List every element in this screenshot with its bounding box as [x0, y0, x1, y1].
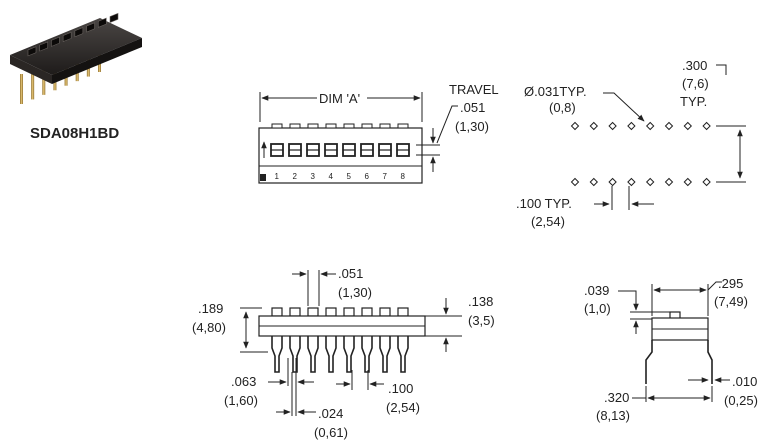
model-number: SDA08H1BD: [30, 125, 119, 142]
lead-width-mm: (1,60): [224, 393, 258, 408]
photo-knob: [86, 22, 95, 33]
body-height-inch: .138: [468, 294, 493, 309]
actuator-height-mm: (1,0): [584, 301, 611, 316]
lead-thickness-end-inch: .010: [732, 374, 757, 389]
body-width-inch: .295: [718, 276, 743, 291]
top-tab: [307, 123, 319, 129]
top-tab: [379, 123, 391, 129]
dim-a-label: DIM 'A': [319, 91, 360, 106]
lead-thickness-inch: .024: [318, 406, 343, 421]
pcb-hole: [664, 177, 674, 187]
pcb-hole: [589, 121, 599, 131]
lead-pitch-inch: .100: [388, 381, 413, 396]
row-spacing-inch: .300: [682, 58, 707, 73]
pitch-inch: .100 TYP.: [516, 196, 572, 211]
pcb-hole: [645, 177, 655, 187]
side-view: .051 (1,30) .189 (4,80) .138 (3,5) .063 …: [192, 266, 495, 440]
pitch-mm: (2,54): [531, 214, 565, 229]
photo-knob: [51, 36, 60, 47]
side-lead: [361, 336, 373, 373]
side-lead: [343, 336, 355, 373]
photo-pin: [31, 69, 35, 100]
lead-span-mm: (8,13): [596, 408, 630, 423]
pcb-hole: [608, 121, 617, 131]
side-lead: [379, 336, 391, 373]
switch-number: 5: [347, 172, 352, 181]
top-tab: [361, 123, 373, 129]
body-height-mm: (3,5): [468, 313, 495, 328]
side-actuator: [289, 307, 301, 317]
top-tab: [325, 123, 337, 129]
switch-number: 8: [401, 172, 406, 181]
side-actuator: [325, 307, 337, 317]
lead-pitch-mm: (2,54): [386, 400, 420, 415]
pcb-hole: [627, 121, 636, 131]
pcb-footprint: Ø.031TYP. (0,8) .300 (7,6) TYP. .100 TYP…: [516, 58, 746, 229]
actuator-width-inch: .051: [338, 266, 363, 281]
side-actuator: [271, 307, 283, 317]
photo-knob: [62, 31, 72, 43]
side-lead: [307, 336, 319, 373]
travel-inch: .051: [460, 100, 485, 115]
lead-span-inch: .320: [604, 390, 629, 405]
actuator-height-inch: .039: [584, 283, 609, 298]
photo-knob: [97, 17, 107, 28]
row-spacing-note: TYP.: [680, 94, 707, 109]
hole-diameter-mm: (0,8): [549, 100, 576, 115]
pcb-hole: [702, 177, 711, 187]
photo-knob: [109, 12, 119, 23]
body-width-mm: (7,49): [714, 294, 748, 309]
pcb-hole: [664, 121, 674, 131]
pcb-hole: [702, 121, 711, 131]
side-actuator: [361, 307, 373, 317]
photo-knob: [74, 27, 84, 38]
pcb-hole: [589, 177, 599, 187]
switch-number: 3: [311, 172, 316, 181]
pcb-hole: [683, 177, 693, 187]
pcb-hole: [608, 177, 617, 187]
photo-knob: [27, 46, 37, 57]
end-view: .039 (1,0) .295 (7,49) .320 (8,13) .010 …: [584, 276, 758, 423]
photo-knob: [39, 41, 49, 52]
photo-pin: [20, 74, 23, 104]
switch-number: 1: [275, 172, 280, 181]
hole-diameter-inch: Ø.031TYP.: [524, 84, 587, 99]
pin1-marker-icon: [260, 174, 266, 181]
lead-thickness-end-mm: (0,25): [724, 393, 758, 408]
pcb-hole: [645, 121, 655, 131]
top-tab: [397, 123, 409, 129]
side-lead: [289, 336, 301, 373]
side-actuator: [379, 307, 391, 317]
lead-thickness-mm: (0,61): [314, 425, 348, 440]
switch-number: 2: [293, 172, 298, 181]
side-actuator: [307, 307, 319, 317]
top-view: DIM 'A' 1 2 3 4 5 6 7 8 TRAVEL .051 (1,30): [258, 82, 499, 184]
switch-number: 4: [329, 172, 334, 181]
dip-switch-photo-icon: [10, 12, 142, 104]
side-lead: [325, 336, 337, 373]
lead-width-inch: .063: [231, 374, 256, 389]
actuator-width-mm: (1,30): [338, 285, 372, 300]
top-tab: [343, 123, 355, 129]
row-spacing-mm: (7,6): [682, 76, 709, 91]
side-actuator: [343, 307, 355, 317]
side-lead: [397, 336, 409, 373]
switch-number: 6: [365, 172, 370, 181]
travel-label: TRAVEL: [449, 82, 499, 97]
height-inch: .189: [198, 301, 223, 316]
pcb-hole: [570, 177, 580, 187]
switch-number: 7: [383, 172, 388, 181]
side-actuator: [397, 307, 409, 317]
top-tab: [289, 123, 301, 129]
travel-mm: (1,30): [455, 119, 489, 134]
pcb-hole: [627, 177, 636, 187]
height-mm: (4,80): [192, 320, 226, 335]
pcb-hole: [570, 121, 580, 131]
top-tab: [271, 123, 283, 129]
side-lead: [271, 336, 283, 373]
pcb-hole: [683, 121, 693, 131]
